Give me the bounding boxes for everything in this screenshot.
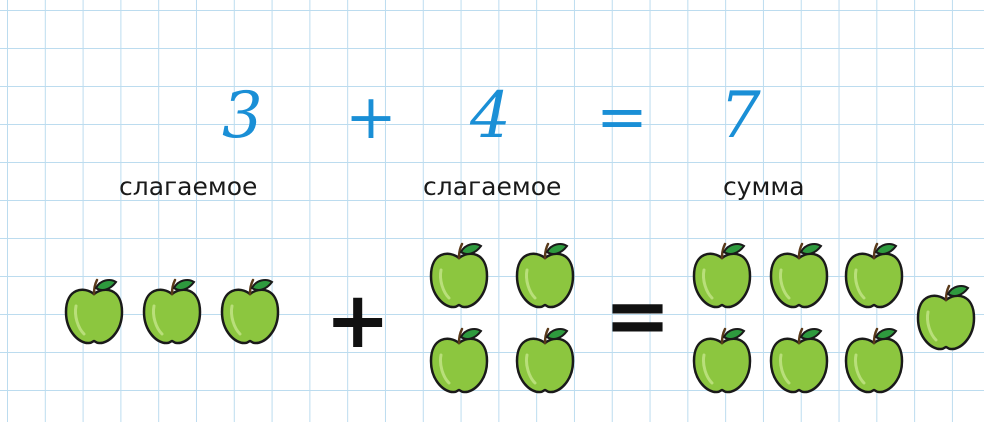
addend-2-digit: 4 bbox=[470, 79, 511, 153]
addend-2-label: слагаемое bbox=[423, 172, 562, 201]
equals-sign-big: = bbox=[604, 269, 672, 362]
equals-sign: = bbox=[596, 80, 648, 153]
apple-icon bbox=[914, 282, 978, 352]
apple-icon bbox=[690, 240, 754, 310]
plus-sign-big: + bbox=[325, 276, 391, 366]
apple-icon bbox=[140, 276, 204, 346]
apple-icon bbox=[218, 276, 282, 346]
apple-icon bbox=[513, 325, 577, 395]
addend-1-label: слагаемое bbox=[119, 172, 258, 201]
apple-icon bbox=[842, 325, 906, 395]
apple-icon bbox=[427, 325, 491, 395]
sum-label: сумма bbox=[723, 172, 805, 201]
apple-icon bbox=[842, 240, 906, 310]
sum-digit: 7 bbox=[720, 79, 761, 153]
apple-icon bbox=[690, 325, 754, 395]
apple-icon bbox=[62, 276, 126, 346]
addend-1-digit: 3 bbox=[222, 79, 263, 153]
apple-icon bbox=[767, 325, 831, 395]
apple-icon bbox=[767, 240, 831, 310]
plus-sign: + bbox=[345, 80, 397, 153]
apple-icon bbox=[513, 240, 577, 310]
apple-icon bbox=[427, 240, 491, 310]
